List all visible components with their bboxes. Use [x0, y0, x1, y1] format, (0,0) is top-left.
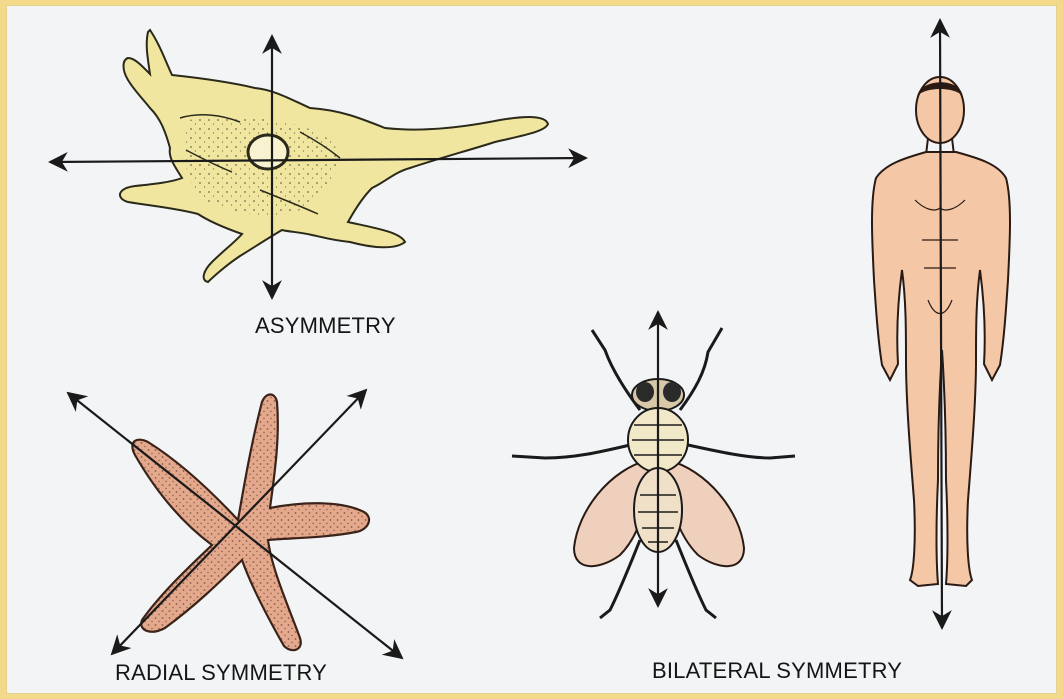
bilateral-symmetry-label: BILATERAL SYMMETRY	[652, 658, 902, 684]
starfish-figure	[68, 390, 402, 658]
housefly-figure	[512, 312, 795, 618]
asymmetry-label: ASYMMETRY	[255, 313, 396, 339]
radial-symmetry-label: RADIAL SYMMETRY	[115, 660, 327, 686]
amoeba-figure	[50, 30, 586, 298]
human-figure	[872, 20, 1010, 628]
